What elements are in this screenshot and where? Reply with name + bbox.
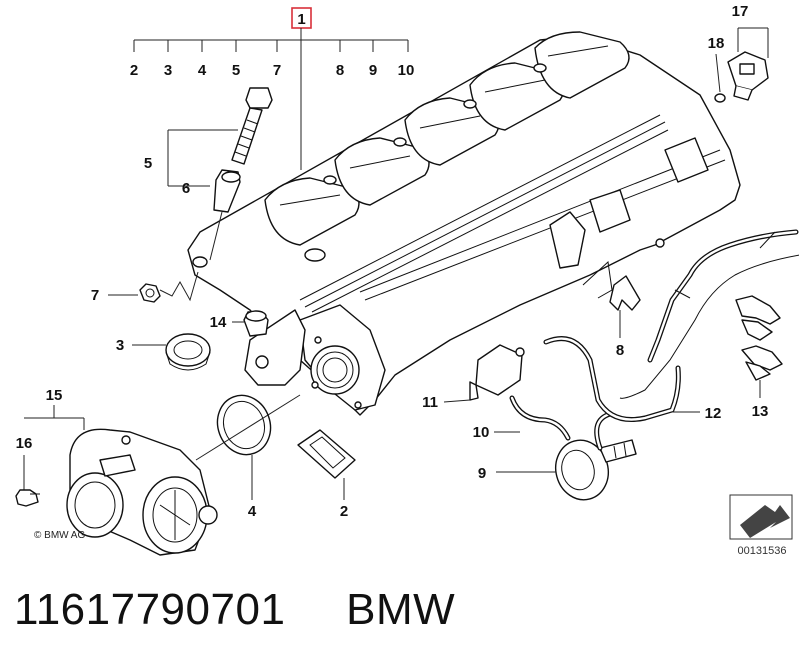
callout-13-label: 13: [752, 403, 769, 420]
subitem-label: 8: [336, 62, 344, 79]
callout-10-label: 10: [473, 424, 490, 441]
callout-2-label: 2: [340, 503, 348, 520]
callout-1-bracket: 1: [133, 7, 409, 170]
subitem-label: 2: [130, 62, 138, 79]
sensor-part-17: 17 18: [708, 3, 769, 103]
callout-11-label: 11: [422, 394, 438, 411]
nut-part-7: 7: [91, 271, 199, 304]
callout-15-label: 15: [46, 387, 63, 404]
reference-badge: 00131536: [729, 494, 793, 557]
ring-part-3: 3: [116, 333, 211, 371]
arrow-icon: [740, 505, 790, 538]
callout-5-label: 5: [144, 155, 152, 172]
part-info-footer: 11617790701 BMW: [14, 585, 455, 635]
callout-3-label: 3: [116, 337, 124, 354]
reference-number: 00131536: [738, 545, 787, 557]
subitem-label: 4: [198, 62, 207, 79]
callout-9-label: 9: [478, 465, 486, 482]
hose-part-10: 10: [473, 395, 571, 441]
subitem-label: 3: [164, 62, 172, 79]
callout-7-label: 7: [91, 287, 99, 304]
valve-part-11: 11: [422, 344, 525, 411]
grommet-part-14: 14: [210, 310, 269, 337]
subitem-label: 10: [398, 62, 415, 79]
callout-1-label: 1: [297, 11, 305, 28]
hose-clips-part-13: 13: [735, 295, 783, 420]
copyright-text: © BMW AG: [34, 530, 85, 541]
brand-name: BMW: [346, 585, 456, 634]
vacuum-unit-part-9: 9: [478, 411, 637, 501]
callout-6-label: 6: [182, 180, 190, 197]
part-number: 11617790701: [14, 585, 286, 634]
throttle-body-part-15: 15 16: [15, 387, 218, 556]
callout-12-label: 12: [705, 405, 722, 422]
callout-17-label: 17: [732, 3, 749, 20]
callout-1-subitems: 2 3 4 5 7 8 9 10: [130, 62, 415, 79]
callout-4-label: 4: [248, 503, 257, 520]
hose-part-12: 12: [543, 336, 722, 422]
callout-18-label: 18: [708, 35, 725, 52]
subitem-label: 9: [369, 62, 377, 79]
subitem-label: 5: [232, 62, 240, 79]
o-ring-part-4: 4: [195, 394, 301, 520]
subitem-label: 7: [273, 62, 281, 79]
gasket-part-2: 2: [297, 429, 356, 520]
vacuum-hose-lines: [619, 229, 799, 399]
clip-part-8: 8: [582, 260, 641, 359]
bolt-and-sleeve: 5 6: [144, 87, 273, 261]
intake-manifold: [187, 31, 741, 416]
callout-8-label: 8: [616, 342, 624, 359]
callout-14-label: 14: [210, 314, 227, 331]
callout-16-label: 16: [16, 435, 33, 452]
